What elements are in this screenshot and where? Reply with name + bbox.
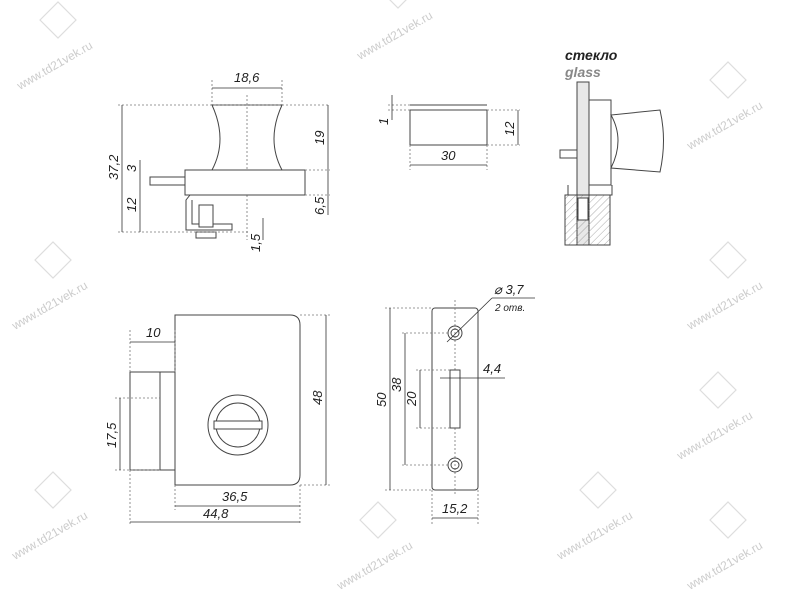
watermark-layer: www.td21vek.ru www.td21vek.ru www.td21vek.… <box>9 0 765 593</box>
watermark-text: www.td21vek.ru <box>554 508 635 563</box>
watermark-text: www.td21vek.ru <box>684 98 765 153</box>
dim-knob-width: 18,6 <box>234 70 260 85</box>
dim-slot-width: 4,4 <box>483 361 501 376</box>
watermark-text: www.td21vek.ru <box>9 508 90 563</box>
watermark-logo <box>579 471 617 509</box>
dim-hole-diameter: ⌀ 3,7 <box>494 282 524 297</box>
front-view: 10 17,5 48 36,5 44,8 <box>104 314 330 525</box>
watermark-text: www.td21vek.ru <box>684 538 765 593</box>
hole-count: 2 отв. <box>494 303 525 314</box>
watermark-text: www.td21vek.ru <box>334 538 415 593</box>
watermark-logo <box>34 241 72 279</box>
dim-bracket: 12 <box>124 197 139 212</box>
dim-offset: 1 <box>376 118 391 125</box>
bracket <box>185 194 233 231</box>
knob-side <box>610 109 664 173</box>
slot <box>449 369 461 429</box>
glass-label-en: glass <box>564 64 601 80</box>
watermark-logo <box>34 471 72 509</box>
watermark-text: www.td21vek.ru <box>14 38 95 93</box>
plate-shape <box>409 109 488 146</box>
dim-height: 12 <box>502 121 517 136</box>
watermark-logo <box>389 0 407 9</box>
watermark-logo <box>709 241 747 279</box>
key-slot <box>213 420 263 430</box>
plate-view: 1 12 30 <box>376 95 520 170</box>
dim-width: 15,2 <box>442 501 468 516</box>
side-view: 18,6 37,2 3 12 19 6,5 1,5 <box>106 70 330 252</box>
dim-total-height: 37,2 <box>106 154 121 180</box>
watermark-logo <box>709 61 747 99</box>
dim-screw-offset: 1,5 <box>248 233 263 252</box>
watermark-text: www.td21vek.ru <box>684 278 765 333</box>
installation-view: стекло glass <box>559 47 664 246</box>
watermark-logo <box>39 1 77 39</box>
dim-width: 30 <box>441 148 456 163</box>
dim-height: 48 <box>310 390 325 405</box>
watermark-text: www.td21vek.ru <box>354 8 435 63</box>
pin <box>149 176 186 186</box>
watermark-logo <box>709 501 747 539</box>
glass-label-ru: стекло <box>565 47 618 63</box>
strike-view: ⌀ 3,7 2 отв. 50 38 20 4,4 15,2 <box>374 282 535 525</box>
dim-plate-height: 6,5 <box>312 196 327 215</box>
screw <box>198 204 214 228</box>
dim-left-offset: 10 <box>146 325 161 340</box>
dim-body-width: 36,5 <box>222 489 248 504</box>
dim-knob-height: 19 <box>312 131 327 145</box>
watermark-logo <box>699 371 737 409</box>
watermark-logo <box>359 501 397 539</box>
dim-bolt-height: 17,5 <box>104 422 119 448</box>
lock-plate <box>184 169 306 196</box>
dim-length: 50 <box>374 392 389 407</box>
watermark-text: www.td21vek.ru <box>674 408 755 463</box>
dim-slot-length: 20 <box>404 391 419 407</box>
watermark-text: www.td21vek.ru <box>9 278 90 333</box>
dim-hole-spacing: 38 <box>389 377 404 392</box>
dim-pin: 3 <box>124 164 139 172</box>
dim-total-width: 44,8 <box>203 506 229 521</box>
